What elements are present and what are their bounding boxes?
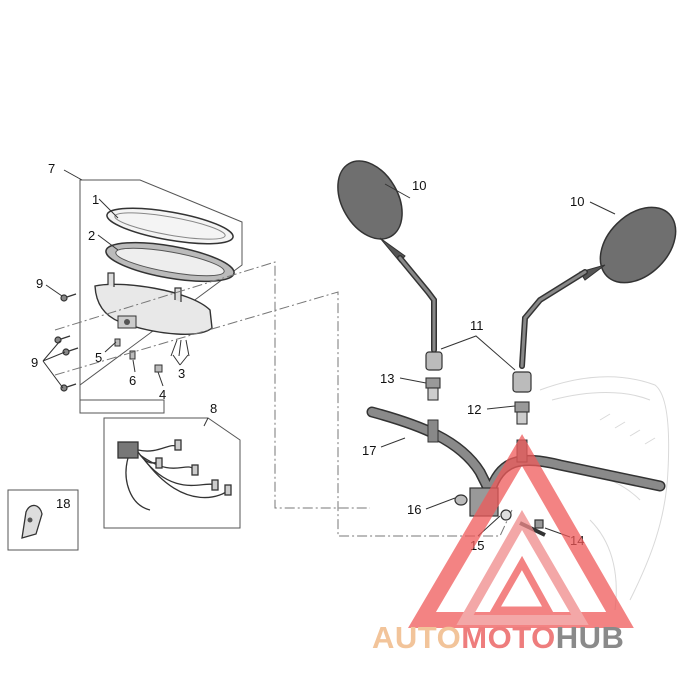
label-part-10-left: 10	[412, 178, 426, 193]
harness-box-outline	[103, 417, 241, 529]
cluster-gasket	[105, 241, 235, 283]
mirror-right	[519, 206, 677, 369]
label-part-1: 1	[92, 192, 99, 207]
label-part-9-bottom: 9	[31, 355, 38, 370]
label-part-13: 13	[380, 371, 394, 386]
label-part-8: 8	[210, 401, 217, 416]
cluster-lens	[106, 207, 234, 245]
wiring-harness	[117, 439, 232, 511]
wiring-harness-group	[103, 417, 241, 529]
automotohub-logo-icon	[408, 434, 634, 628]
label-part-3: 3	[178, 366, 185, 381]
cluster-housing	[94, 272, 213, 335]
watermark-hub: HUB	[556, 620, 625, 655]
label-part-17: 17	[362, 443, 376, 458]
bulb-sockets	[114, 338, 190, 373]
mirror-nuts	[425, 377, 530, 425]
label-part-16: 16	[407, 502, 421, 517]
label-part-7: 7	[48, 161, 55, 176]
label-part-9-top: 9	[36, 276, 43, 291]
guide-lines	[54, 261, 513, 537]
mirror-left	[337, 160, 437, 353]
instrument-cluster-group	[54, 179, 243, 414]
watermark-text: AUTOMOTOHUB	[372, 620, 624, 655]
watermark-auto: AUTO	[372, 620, 461, 655]
label-part-12: 12	[467, 402, 481, 417]
label-part-18: 18	[56, 496, 70, 511]
mirror-adapters	[425, 351, 532, 393]
label-part-4: 4	[159, 387, 166, 402]
label-part-10-right: 10	[570, 194, 584, 209]
label-part-11: 11	[470, 318, 484, 333]
bracket-group	[7, 489, 79, 551]
watermark-moto: MOTO	[461, 620, 555, 655]
bracket-box-outline	[7, 489, 79, 551]
label-part-2: 2	[88, 228, 95, 243]
label-part-6: 6	[129, 373, 136, 388]
bracket-18	[21, 504, 43, 539]
label-part-5: 5	[95, 350, 102, 365]
